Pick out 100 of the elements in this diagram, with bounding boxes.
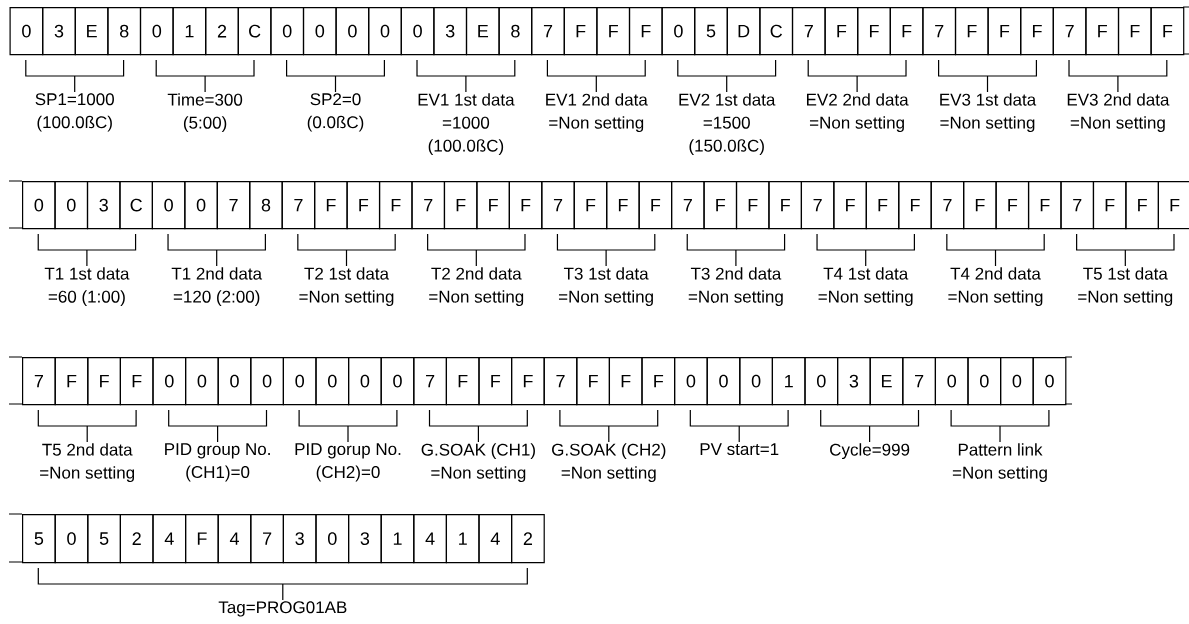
hex-cell: F [1150, 7, 1185, 56]
hex-cell: 0 [804, 357, 839, 406]
hex-cell: F [346, 181, 381, 230]
hex-cell: F [1085, 7, 1120, 56]
hex-cell: F [824, 7, 859, 56]
hex-cell: 7 [216, 181, 251, 230]
hex-cell: 4 [217, 514, 252, 564]
field-label: PID gorup No. (CH2)=0 [295, 443, 401, 482]
hex-cell: 8 [249, 181, 283, 230]
hex-cell: F [1092, 181, 1127, 230]
field-label: PID group No. (CH1)=0 [165, 443, 270, 482]
field-label: T2 2nd data =Non setting [429, 267, 524, 307]
field-label: Cycle=999 [830, 443, 910, 460]
hex-cell: 0 [152, 357, 187, 406]
hex-cell: 7 [922, 7, 957, 56]
hex-cell: F [857, 7, 891, 56]
hex-cell: 0 [302, 7, 337, 56]
hex-cell: 0 [1000, 357, 1034, 406]
field-label: T1 1st data =60 (1:00) [44, 267, 130, 307]
hex-cell: 8 [498, 7, 533, 56]
field-label: G.SOAK (CH1) =Non setting [421, 443, 535, 483]
hex-cell: C [119, 181, 153, 230]
field-label: T5 2nd data =Non setting [40, 443, 135, 483]
hex-cell: F [641, 357, 676, 406]
hex-cell: 0 [54, 181, 89, 230]
hex-cell: F [865, 181, 900, 230]
hex-cell: 5 [87, 514, 121, 564]
hex-cell: F [119, 357, 154, 406]
hex-cell: F [898, 181, 932, 230]
hex-cell: F [573, 181, 608, 230]
hex-cell: E [869, 357, 904, 406]
hex-cell: 7 [250, 514, 284, 564]
field-label: SP2=0 (0.0ßC) [307, 93, 364, 132]
field-label: T3 1st data =Non setting [559, 267, 653, 307]
hex-cell: 0 [400, 7, 435, 56]
hex-cell: F [511, 357, 545, 406]
hex-cell: 0 [706, 357, 741, 406]
hex-cell: 7 [531, 7, 565, 56]
hex-cell: F [378, 181, 413, 230]
hex-cell: 7 [543, 357, 578, 406]
hex-cell: F [1020, 7, 1054, 56]
hex-cell: F [638, 181, 673, 230]
field-label: T3 2nd data =Non setting [688, 267, 783, 307]
hex-cell: 0 [270, 7, 305, 56]
field-label: Time=300 (5:00) [167, 93, 243, 133]
hex-cell: 7 [930, 181, 965, 230]
hex-cell: F [768, 181, 802, 230]
hex-cell: 0 [380, 357, 415, 406]
hex-cell: F [508, 181, 543, 230]
hex-cell: 3 [348, 514, 382, 564]
hex-cell: 0 [9, 7, 44, 56]
field-label: Tag=PROG01AB [218, 601, 347, 617]
hex-cell: F [995, 181, 1030, 230]
hex-cell: F [54, 357, 89, 406]
hex-cell: F [1027, 181, 1062, 230]
hex-cell: F [735, 181, 770, 230]
hex-cell: 4 [478, 514, 513, 564]
hex-cell: 3 [837, 357, 871, 406]
hex-cell: F [478, 357, 513, 406]
hex-cell: F [833, 181, 867, 230]
hex-cell: F [889, 7, 924, 56]
hex-cell: 0 [217, 357, 252, 406]
field-label: T4 2nd data =Non setting [948, 267, 1043, 307]
hex-cell: 0 [282, 357, 317, 406]
hex-cell: F [87, 357, 121, 406]
field-label: G.SOAK (CH2) =Non setting [552, 443, 666, 483]
hex-cell: 0 [315, 357, 350, 406]
hex-cell: 3 [433, 7, 468, 56]
field-label: PV start=1 [700, 443, 779, 456]
hex-cell: 0 [22, 181, 56, 230]
hex-cell: 0 [54, 514, 89, 564]
hex-cell: F [963, 181, 997, 230]
field-label: Pattern link =Non setting [952, 443, 1047, 483]
hex-cell: 7 [791, 7, 826, 56]
hex-cell: C [759, 7, 794, 56]
hex-cell: F [987, 7, 1022, 56]
hex-cell: 0 [1032, 357, 1067, 406]
hex-cell: 0 [250, 357, 284, 406]
hex-cell: F [1125, 181, 1159, 230]
hex-cell: 7 [411, 181, 446, 230]
hex-cell: F [1157, 181, 1189, 230]
hex-cell: 1 [771, 357, 806, 406]
hex-cell: F [443, 181, 478, 230]
hex-cell: F [628, 7, 663, 56]
hex-cell: 7 [1060, 181, 1095, 230]
hex-cell: 0 [315, 514, 350, 564]
hex-cell: F [576, 357, 610, 406]
hex-cell: 0 [368, 7, 402, 56]
hex-cell: D [726, 7, 761, 56]
hex-cell: F [476, 181, 510, 230]
hex-cell: 0 [184, 181, 218, 230]
hex-cell: 7 [281, 181, 316, 230]
hex-cell: 7 [671, 181, 705, 230]
hex-cell: 2 [511, 514, 545, 564]
field-label: EV1 2nd data =Non setting [546, 93, 648, 133]
hex-cell: 1 [172, 7, 207, 56]
hex-cell: F [185, 514, 219, 564]
hex-cell: 0 [185, 357, 219, 406]
hex-cell: 3 [282, 514, 317, 564]
field-label: SP1=1000 (100.0ßC) [35, 93, 114, 132]
